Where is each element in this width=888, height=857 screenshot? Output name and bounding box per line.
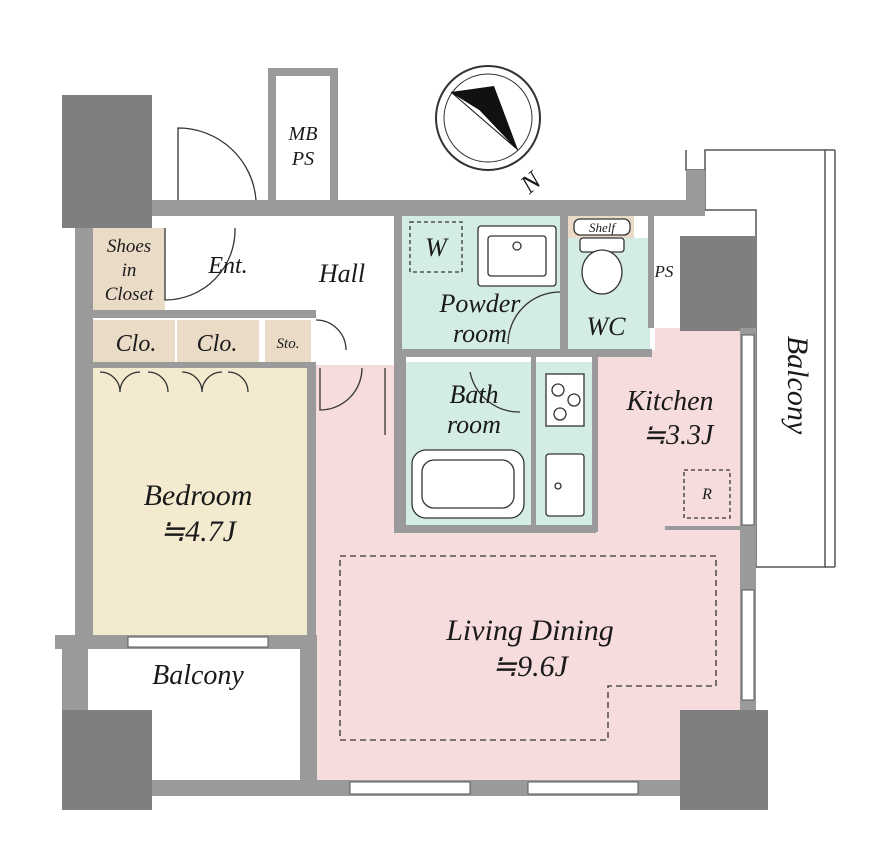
storage-fill	[265, 320, 311, 362]
closet-1-label: Clo.	[116, 331, 157, 357]
hall-label: Hall	[318, 259, 365, 288]
entrance-label: Ent.	[207, 253, 247, 279]
bath-room-label-2: room	[447, 410, 501, 439]
living-dining-label-2: ≒9.6J	[492, 650, 570, 683]
shoes-closet-label-2: in	[122, 260, 137, 281]
living-dining-label-1: Living Dining	[445, 614, 614, 647]
ps-label: PS	[654, 262, 674, 281]
room-labels: Shoes in Closet Ent. Hall MB PS W Powder…	[105, 123, 814, 691]
closet-1-fill	[93, 320, 175, 362]
shoes-closet-label-3: Closet	[105, 284, 154, 305]
storage-label: Sto.	[277, 336, 300, 352]
shelf-label: Shelf	[589, 220, 617, 235]
kitchen-label-1: Kitchen	[625, 386, 713, 417]
bath-room-label-1: Bath	[449, 380, 498, 409]
washer-label: W	[425, 233, 449, 262]
ps-shaft-label: PS	[291, 148, 314, 170]
balcony-right-label: Balcony	[781, 336, 814, 435]
compass: N	[435, 65, 548, 200]
shelf-box	[573, 218, 631, 236]
kitchen-label-2: ≒3.3J	[643, 420, 715, 451]
balcony-bottom-label: Balcony	[152, 660, 244, 691]
mb-label: MB	[288, 123, 318, 145]
doors	[99, 127, 561, 435]
fixtures	[339, 218, 740, 741]
living-area-outline	[339, 555, 717, 741]
living-dining-fill	[316, 328, 740, 780]
closet-2-fill	[177, 320, 259, 362]
washer-box	[409, 221, 463, 273]
refrigerator-box	[683, 469, 731, 519]
wc-label: WC	[587, 312, 627, 341]
powder-room-label-2: room	[453, 319, 507, 348]
bedroom-label-1: Bedroom	[144, 479, 253, 512]
bedroom-label-2: ≒4.7J	[160, 515, 238, 548]
refrigerator-label: R	[701, 486, 712, 503]
kitchen-sink	[545, 453, 585, 517]
shoes-closet-label-1: Shoes	[107, 236, 151, 257]
closet-2-label: Clo.	[197, 331, 238, 357]
bedroom-fill	[93, 365, 307, 635]
windows	[127, 334, 755, 795]
powder-room-label-1: Powder	[439, 289, 522, 318]
shoes-closet-fill	[93, 228, 165, 310]
walls	[55, 68, 768, 810]
north-label: N	[514, 165, 548, 200]
